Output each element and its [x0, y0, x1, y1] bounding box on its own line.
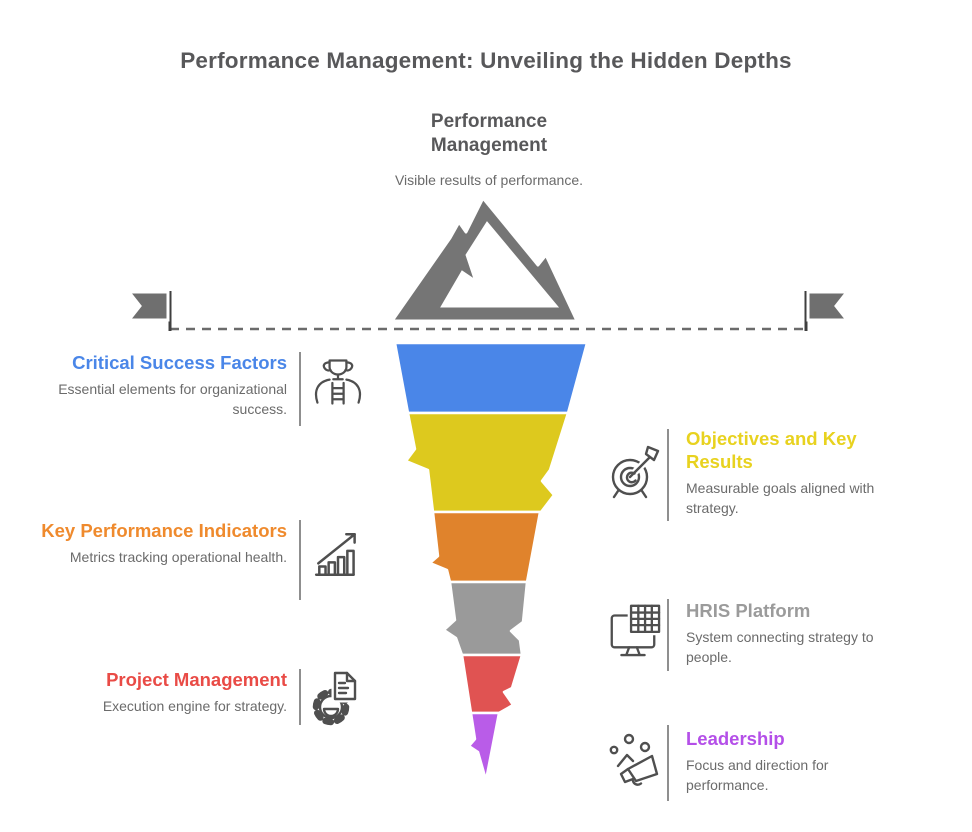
section-description: Execution engine for strategy.: [102, 698, 287, 715]
section-heading: Leadership: [686, 728, 785, 749]
mountain-icon: [390, 196, 579, 323]
section-description: Metrics tracking operational health.: [69, 549, 287, 566]
divider: [299, 520, 301, 600]
funnel-segment-key-performance-indicators: [428, 510, 542, 584]
section-heading: Objectives and Key Results: [686, 428, 857, 473]
page-title: Performance Management: Unveiling the Hi…: [180, 48, 792, 73]
section-heading: Project Management: [106, 669, 287, 690]
section-key-performance-indicators: Key Performance Indicators Metrics track…: [35, 519, 287, 568]
section-description: System connecting strategy to people.: [686, 629, 874, 665]
funnel-segment-project-management: [460, 653, 524, 715]
left-flag-icon: [125, 290, 170, 322]
section-leadership: Leadership Focus and direction for perfo…: [686, 727, 908, 796]
iceberg-funnel: [393, 341, 589, 782]
section-heading: Critical Success Factors: [72, 352, 287, 373]
surface-description: Visible results of performance.: [394, 171, 584, 188]
section-objectives-key-results: Objectives and Key Results Measurable go…: [686, 427, 908, 519]
megaphone-icon: [603, 729, 661, 787]
divider: [667, 725, 669, 801]
flag-poles: [168, 291, 808, 331]
target-dart-icon: [604, 441, 662, 499]
section-description: Essential elements for organizational su…: [58, 381, 287, 417]
divider: [667, 429, 669, 521]
trophy-ladder-icon: [309, 353, 367, 411]
section-critical-success-factors: Critical Success Factors Essential eleme…: [35, 351, 287, 420]
funnel-segment-critical-success-factors: [393, 341, 589, 415]
funnel-segment-hris-platform: [442, 580, 529, 657]
funnel-segment-objectives-key-results: [404, 411, 570, 514]
section-description: Focus and direction for performance.: [686, 757, 829, 793]
monitor-table-icon: [605, 601, 661, 657]
growth-chart-icon: [311, 526, 365, 580]
surface-heading: Performance Management: [430, 111, 548, 156]
section-hris-platform: HRIS Platform System connecting strategy…: [686, 599, 908, 668]
divider: [667, 599, 669, 671]
funnel-segment-leadership: [467, 711, 501, 782]
surface-label: Performance Management Visible results o…: [344, 110, 634, 188]
section-description: Measurable goals aligned with strategy.: [686, 480, 875, 517]
section-heading: HRIS Platform: [686, 600, 811, 621]
divider: [299, 352, 301, 426]
right-flag-icon: [806, 290, 851, 322]
divider: [299, 669, 301, 725]
section-project-management: Project Management Execution engine for …: [35, 668, 287, 717]
section-heading: Key Performance Indicators: [41, 520, 287, 541]
gear-document-icon: [308, 668, 366, 726]
